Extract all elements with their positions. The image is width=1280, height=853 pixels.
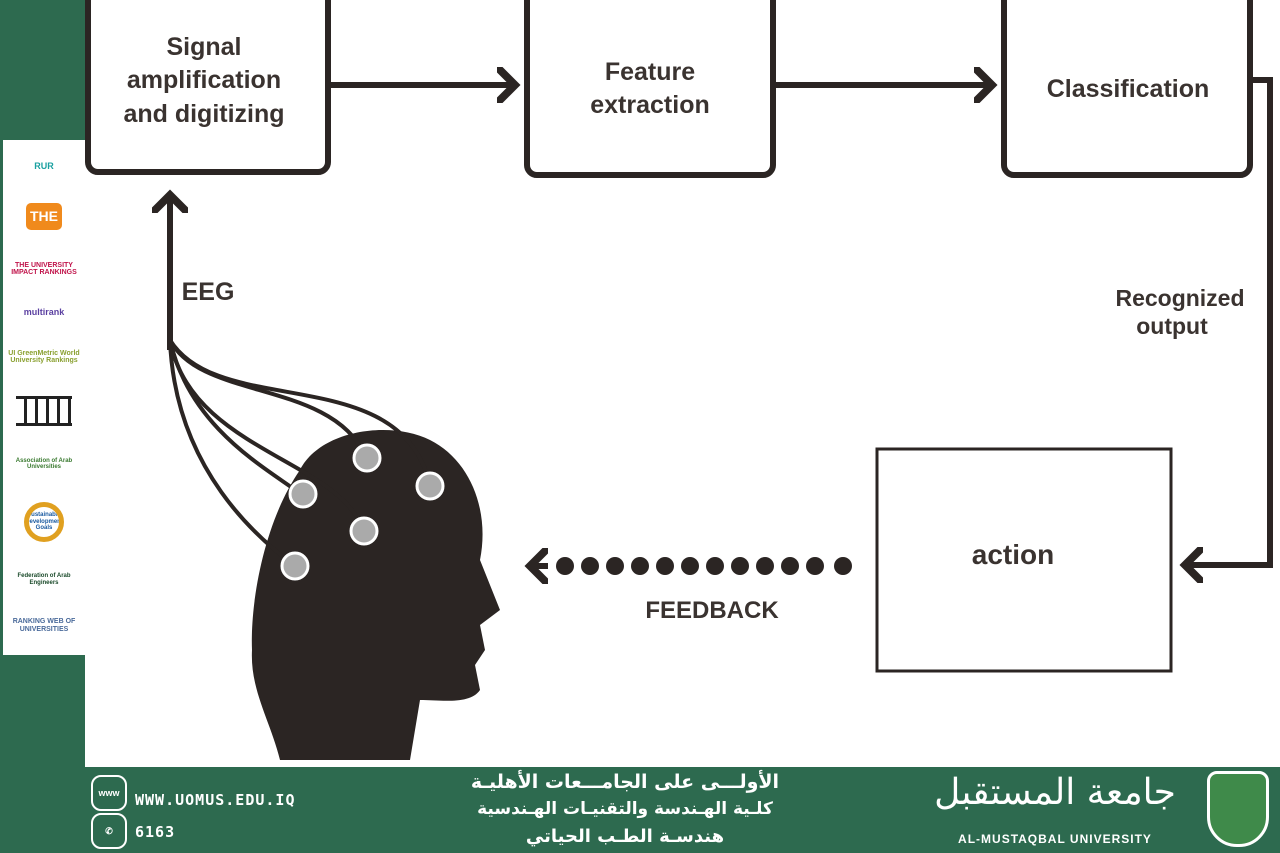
eeg-label: EEG: [182, 278, 235, 306]
footer-line1: الأولـــى على الجامـــعات الأهليـة: [470, 771, 780, 793]
ranking-logos-panel: RUR THE THE UNIVERSITY IMPACT RANKINGS m…: [3, 140, 85, 655]
arrow-classification-to-action: [1185, 77, 1273, 565]
logo-multirank: multirank: [23, 307, 65, 318]
head-silhouette: [251, 430, 500, 760]
logo-arab-universities: Association of Arab Universities: [15, 457, 73, 471]
university-name-arabic: جامعة المستقبل: [934, 772, 1176, 813]
footer: www WWW.UOMUS.EDU.IQ ✆ 6163 الأولـــى عل…: [85, 767, 1280, 853]
box-feature-extraction: [524, 0, 776, 178]
logo-webometrics: RANKING WEB OF UNIVERSITIES: [12, 617, 76, 633]
box-classification: [1001, 0, 1253, 178]
phone-number: 6163: [135, 823, 176, 841]
logo-arab-engineers: Federation of Arab Engineers: [17, 573, 71, 586]
feedback-dots: [556, 557, 852, 575]
recognized-output-line1: Recognized: [1115, 285, 1244, 311]
footer-line3: هندسـة الطـب الحياتي: [525, 826, 725, 847]
logo-the: THE: [26, 202, 62, 231]
box-feature-line1: Feature: [605, 58, 695, 86]
box-signal-amplification: [85, 0, 331, 175]
feedback-label: FEEDBACK: [645, 597, 779, 624]
box-signal-line3: and digitizing: [123, 100, 284, 128]
bci-diagram: Signal amplification and digitizing Feat…: [85, 0, 1273, 760]
footer-line2: كلـية الهـندسة والتقنيـات الهـندسية: [477, 799, 773, 819]
box-signal-line1: Signal: [166, 33, 241, 61]
box-action: [875, 447, 1173, 673]
box-classification-label: Classification: [1047, 75, 1210, 103]
recognized-output-line2: output: [1136, 313, 1208, 339]
box-signal-line2: amplification: [127, 66, 281, 94]
electrodes: [280, 443, 445, 581]
logo-qs: QS: [16, 396, 72, 427]
eeg-wires: [168, 338, 432, 568]
logo-the-impact: THE UNIVERSITY IMPACT RANKINGS: [11, 261, 77, 277]
logo-rur: RUR: [34, 160, 54, 171]
university-crest-logo: [1207, 771, 1269, 847]
action-label: action: [972, 539, 1054, 570]
university-name-english: AL-MUSTAQBAL UNIVERSITY: [958, 832, 1152, 846]
phone-icon: ✆: [91, 813, 127, 849]
logo-sdg: Sustainable Development Goals: [24, 502, 64, 543]
globe-icon: www: [91, 775, 127, 811]
slide-content: Signal amplification and digitizing Feat…: [85, 0, 1280, 767]
box-feature-line2: extraction: [590, 91, 709, 119]
logo-greenmetric: UI GreenMetric World University Rankings: [8, 349, 80, 365]
website-link[interactable]: WWW.UOMUS.EDU.IQ: [135, 791, 296, 809]
